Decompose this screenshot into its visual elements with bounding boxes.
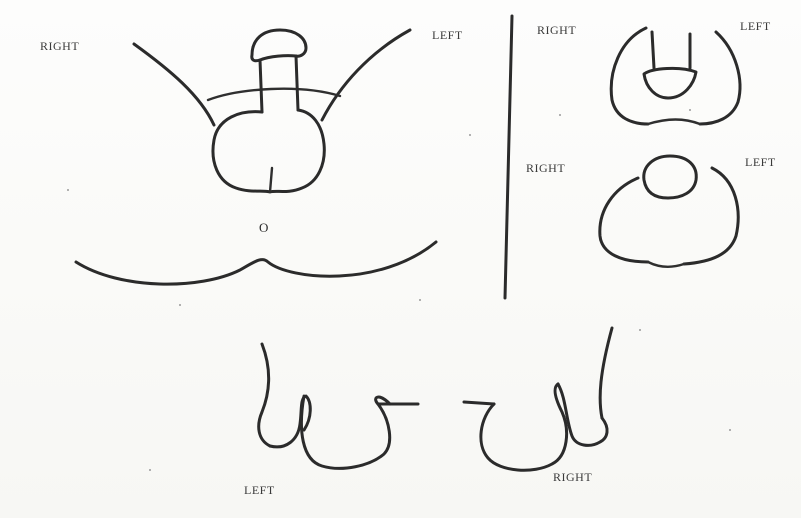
- label-main-right: RIGHT: [40, 40, 79, 52]
- mr-ring: [644, 156, 696, 198]
- bl-back-line: [259, 344, 270, 446]
- br-scrotum: [481, 384, 567, 470]
- label-main-marker: O: [259, 221, 268, 234]
- mr-outer-left: [600, 178, 648, 262]
- label-middle-right-right: RIGHT: [526, 162, 565, 174]
- front-scrotal-seam: [270, 168, 272, 192]
- label-bottom-left: LEFT: [244, 484, 275, 496]
- ur-base: [648, 120, 700, 125]
- ur-outer-right: [700, 32, 740, 124]
- scan-speckles: [67, 109, 731, 471]
- middle-right-figure: [600, 156, 738, 267]
- ur-glans: [644, 68, 696, 98]
- bottom-right-side-view: [464, 328, 612, 470]
- label-bottom-right: RIGHT: [553, 471, 592, 483]
- front-scrotum: [213, 110, 324, 192]
- panel-divider: [505, 16, 512, 298]
- br-back-line: [600, 328, 612, 418]
- front-shaft-right: [296, 56, 298, 110]
- ur-outer-left: [611, 28, 648, 124]
- label-main-left: LEFT: [432, 29, 463, 41]
- front-shaft-left: [260, 60, 262, 112]
- ur-shaft-left: [652, 32, 654, 68]
- mr-outer-right: [684, 168, 738, 264]
- br-front-line: [464, 402, 494, 404]
- mr-base: [648, 262, 684, 267]
- front-pubic-arc: [208, 89, 340, 100]
- bl-scrotum: [301, 396, 390, 468]
- front-right-thigh-line: [322, 30, 410, 120]
- front-glans: [252, 30, 306, 61]
- label-upper-right-left: LEFT: [740, 20, 771, 32]
- front-view-figure: [76, 30, 436, 284]
- upper-right-figure: [611, 28, 740, 124]
- label-middle-right-left: LEFT: [745, 156, 776, 168]
- front-left-thigh-line: [134, 44, 214, 125]
- bottom-left-side-view: [259, 344, 418, 468]
- label-upper-right-right: RIGHT: [537, 24, 576, 36]
- front-gluteal-line: [76, 242, 436, 284]
